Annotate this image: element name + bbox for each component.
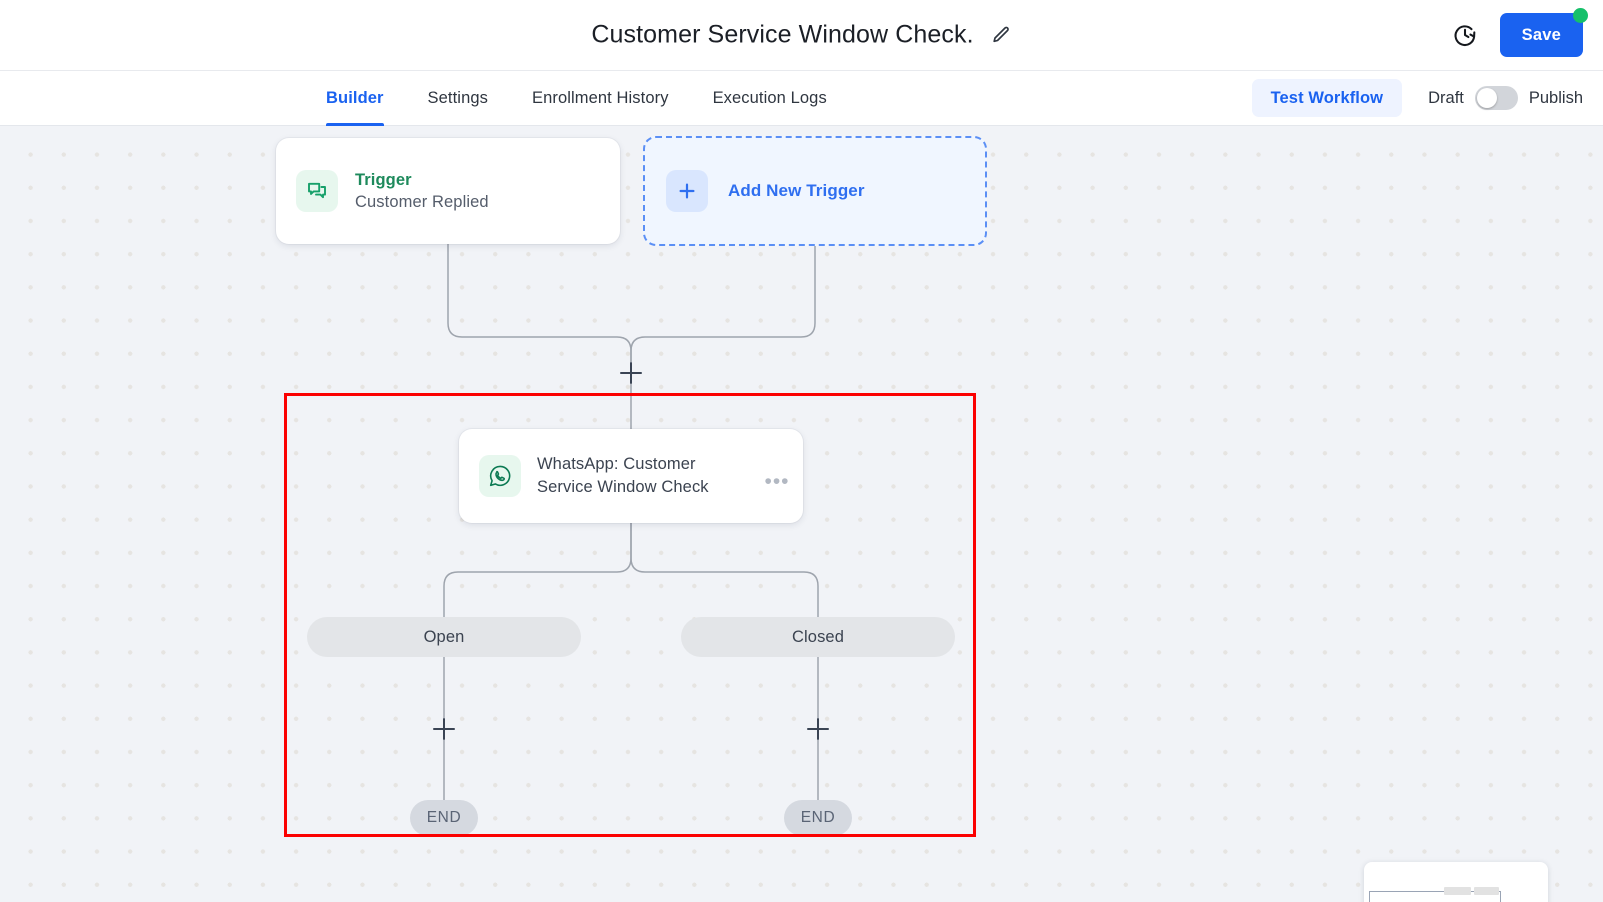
node-whatsapp-title: WhatsApp: Customer Service Window Check: [537, 454, 709, 496]
draft-publish-toggle[interactable]: [1474, 86, 1518, 110]
save-button-wrap: Save: [1499, 8, 1588, 57]
test-workflow-button[interactable]: Test Workflow: [1251, 79, 1403, 117]
tab-list: Builder Settings Enrollment History Exec…: [326, 71, 827, 126]
node-trigger-text: Trigger Customer Replied: [355, 171, 489, 212]
plus-icon: [666, 170, 708, 212]
tab-bar: Builder Settings Enrollment History Exec…: [0, 71, 1603, 126]
node-trigger-subtitle: Customer Replied: [355, 192, 489, 211]
node-whatsapp-action[interactable]: WhatsApp: Customer Service Window Check …: [459, 429, 803, 523]
node-trigger[interactable]: Trigger Customer Replied: [276, 138, 620, 244]
ellipsis-icon[interactable]: •••: [764, 470, 790, 493]
end-node-open-branch: END: [410, 800, 478, 836]
connector-edges: [443, 244, 819, 800]
top-bar: Customer Service Window Check. Save: [0, 0, 1603, 71]
add-step-button-open-branch[interactable]: [433, 718, 455, 740]
draft-label: Draft: [1428, 88, 1464, 107]
chat-bubbles-icon: [296, 170, 338, 212]
unsaved-changes-dot-icon: [1573, 8, 1588, 23]
tab-bar-actions: Test Workflow Draft Publish: [1251, 79, 1583, 117]
tab-execution-logs[interactable]: Execution Logs: [712, 89, 827, 107]
minimap-node: [1444, 887, 1471, 895]
canvas-minimap[interactable]: [1364, 862, 1548, 902]
whatsapp-icon: [479, 455, 521, 497]
branch-pill-closed[interactable]: Closed: [681, 617, 955, 657]
node-trigger-kicker: Trigger: [355, 170, 412, 189]
top-bar-actions: Save: [1452, 8, 1588, 57]
pencil-icon[interactable]: [990, 24, 1012, 46]
tab-builder[interactable]: Builder: [326, 71, 384, 126]
branch-pill-open[interactable]: Open: [307, 617, 581, 657]
minimap-node: [1474, 887, 1499, 895]
clock-history-icon[interactable]: [1452, 22, 1478, 48]
minimap-viewport[interactable]: [1369, 891, 1501, 902]
workflow-title-group: Customer Service Window Check.: [591, 21, 1011, 50]
publish-label: Publish: [1528, 88, 1583, 107]
add-new-trigger-button[interactable]: Add New Trigger: [643, 136, 987, 246]
page-title: Customer Service Window Check.: [591, 20, 974, 49]
tab-settings[interactable]: Settings: [427, 89, 488, 107]
toggle-knob: [1476, 88, 1497, 108]
end-node-closed-branch: END: [784, 800, 852, 836]
workflow-canvas[interactable]: Trigger Customer Replied Add New Trigger…: [0, 126, 1603, 902]
add-step-button-closed-branch[interactable]: [807, 718, 829, 740]
tab-enrollment-history[interactable]: Enrollment History: [531, 89, 669, 107]
draft-publish-toggle-group: Draft Publish: [1428, 86, 1583, 110]
add-new-trigger-label: Add New Trigger: [728, 181, 865, 200]
save-button[interactable]: Save: [1499, 13, 1583, 57]
add-step-button-merge[interactable]: [620, 362, 642, 384]
